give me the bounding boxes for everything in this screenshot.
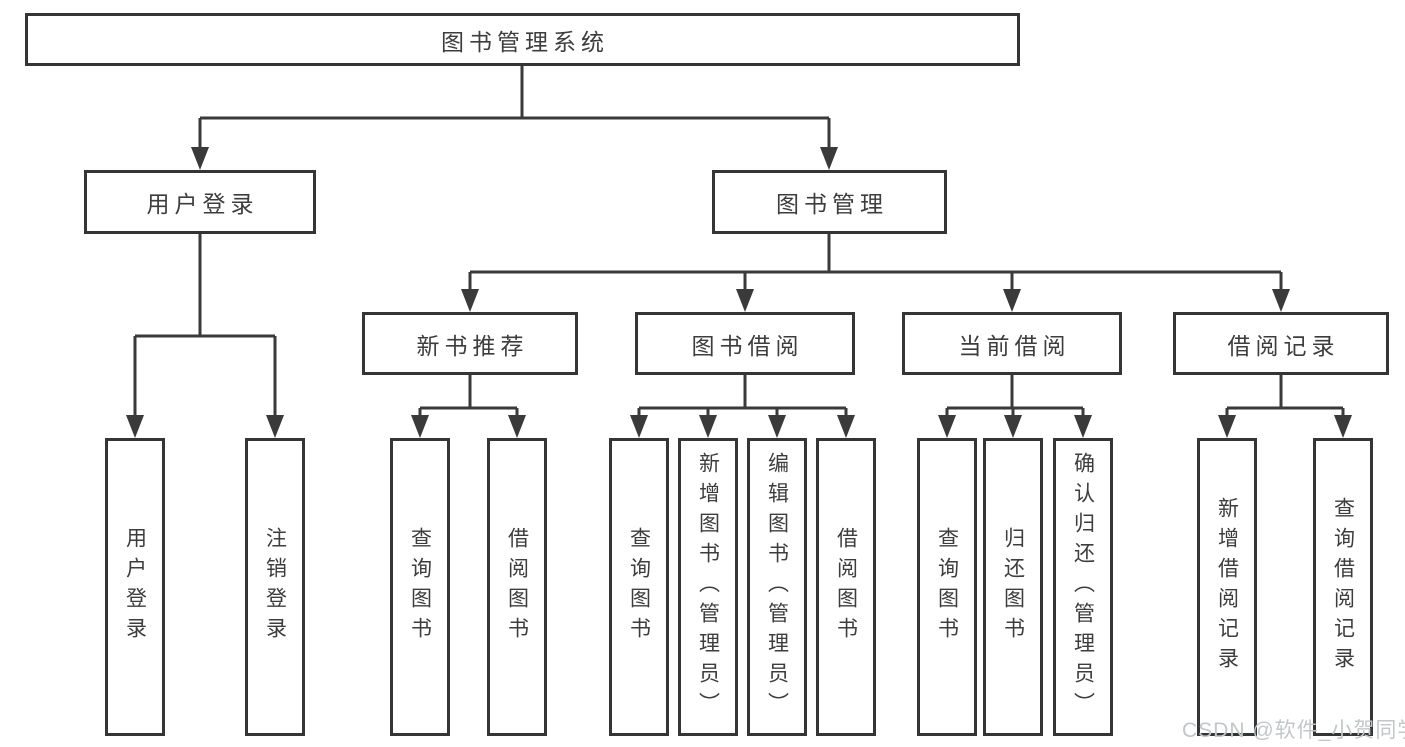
node-label: 查询图书	[935, 527, 959, 647]
node-label: 图书管理	[776, 191, 888, 217]
node-label: 查询图书	[408, 527, 432, 647]
node-current-borrowing: 当前借阅	[902, 312, 1122, 375]
node-label: 借阅图书	[505, 527, 529, 647]
leaf-borrow-books: 借阅图书	[816, 438, 876, 736]
node-user-login: 用户登录	[84, 170, 316, 234]
node-label: 注销登录	[263, 527, 287, 647]
node-label: 用户登录	[123, 527, 147, 647]
node-label: 确认归还（管理员）	[1071, 452, 1095, 722]
leaf-confirm-return-admin: 确认归还（管理员）	[1053, 438, 1113, 736]
node-label: 新增借阅记录	[1215, 497, 1239, 677]
node-new-book-recommend: 新书推荐	[362, 312, 578, 375]
csdn-watermark: CSDN @软件_小贺同学	[1182, 719, 1405, 742]
node-label: 查询借阅记录	[1331, 497, 1355, 677]
node-label: 用户登录	[146, 191, 259, 217]
node-borrowing-records: 借阅记录	[1173, 312, 1389, 375]
node-book-management: 图书管理	[712, 170, 947, 234]
node-label: 图书借阅	[691, 332, 804, 359]
node-root-library-system: 图书管理系统	[25, 13, 1020, 66]
leaf-return-books: 归还图书	[983, 438, 1043, 736]
node-label: 当前借阅	[958, 332, 1071, 359]
node-book-borrowing: 图书借阅	[635, 312, 855, 375]
leaf-logout: 注销登录	[245, 438, 305, 736]
arrowheads	[126, 147, 1352, 438]
leaf-edit-books-admin: 编辑图书（管理员）	[747, 438, 807, 736]
leaf-query-books-current: 查询图书	[917, 438, 977, 736]
leaf-add-borrow-record: 新增借阅记录	[1197, 438, 1257, 736]
node-label: 归还图书	[1001, 527, 1025, 647]
node-label: 新增图书（管理员）	[696, 452, 720, 722]
node-label: 编辑图书（管理员）	[765, 452, 789, 722]
leaf-query-books-recommend: 查询图书	[390, 438, 450, 736]
node-label: 新书推荐	[416, 332, 529, 359]
node-label: 查询图书	[627, 527, 651, 647]
node-label: 图书管理系统	[441, 28, 609, 55]
leaf-add-books-admin: 新增图书（管理员）	[678, 438, 738, 736]
node-label: 借阅图书	[834, 527, 858, 647]
leaf-borrow-books-recommend: 借阅图书	[487, 438, 547, 736]
leaf-user-login: 用户登录	[105, 438, 165, 736]
leaf-query-borrow-record: 查询借阅记录	[1313, 438, 1373, 736]
leaf-query-books-borrow: 查询图书	[609, 438, 669, 736]
node-label: 借阅记录	[1227, 332, 1340, 359]
